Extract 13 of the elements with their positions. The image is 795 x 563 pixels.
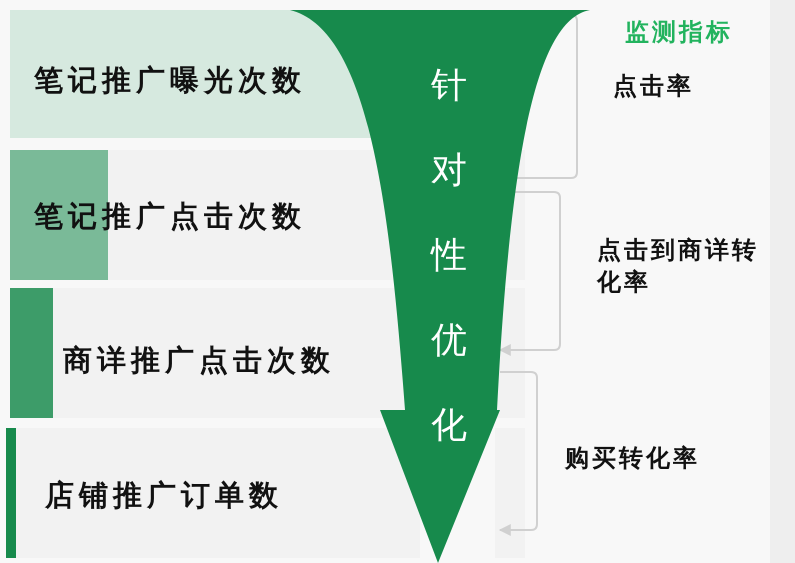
band-label: 笔记推广曝光次数 xyxy=(34,66,306,95)
metric-label: 点击率 xyxy=(613,71,695,102)
column-heading: 监测指标 xyxy=(625,17,734,48)
metric-label: 购买转化率 xyxy=(565,443,701,474)
metric-band xyxy=(10,150,376,280)
band-label: 笔记推广点击次数 xyxy=(34,202,306,231)
band-label: 商详推广点击次数 xyxy=(63,346,335,375)
arrow-label: 针对性优化 xyxy=(430,64,468,448)
metric-band xyxy=(10,288,392,418)
metric-band xyxy=(6,428,386,558)
metric-band xyxy=(10,10,336,138)
band-label: 店铺推广订单数 xyxy=(45,481,283,510)
metric-label: 点击到商详转化率 xyxy=(597,235,760,298)
